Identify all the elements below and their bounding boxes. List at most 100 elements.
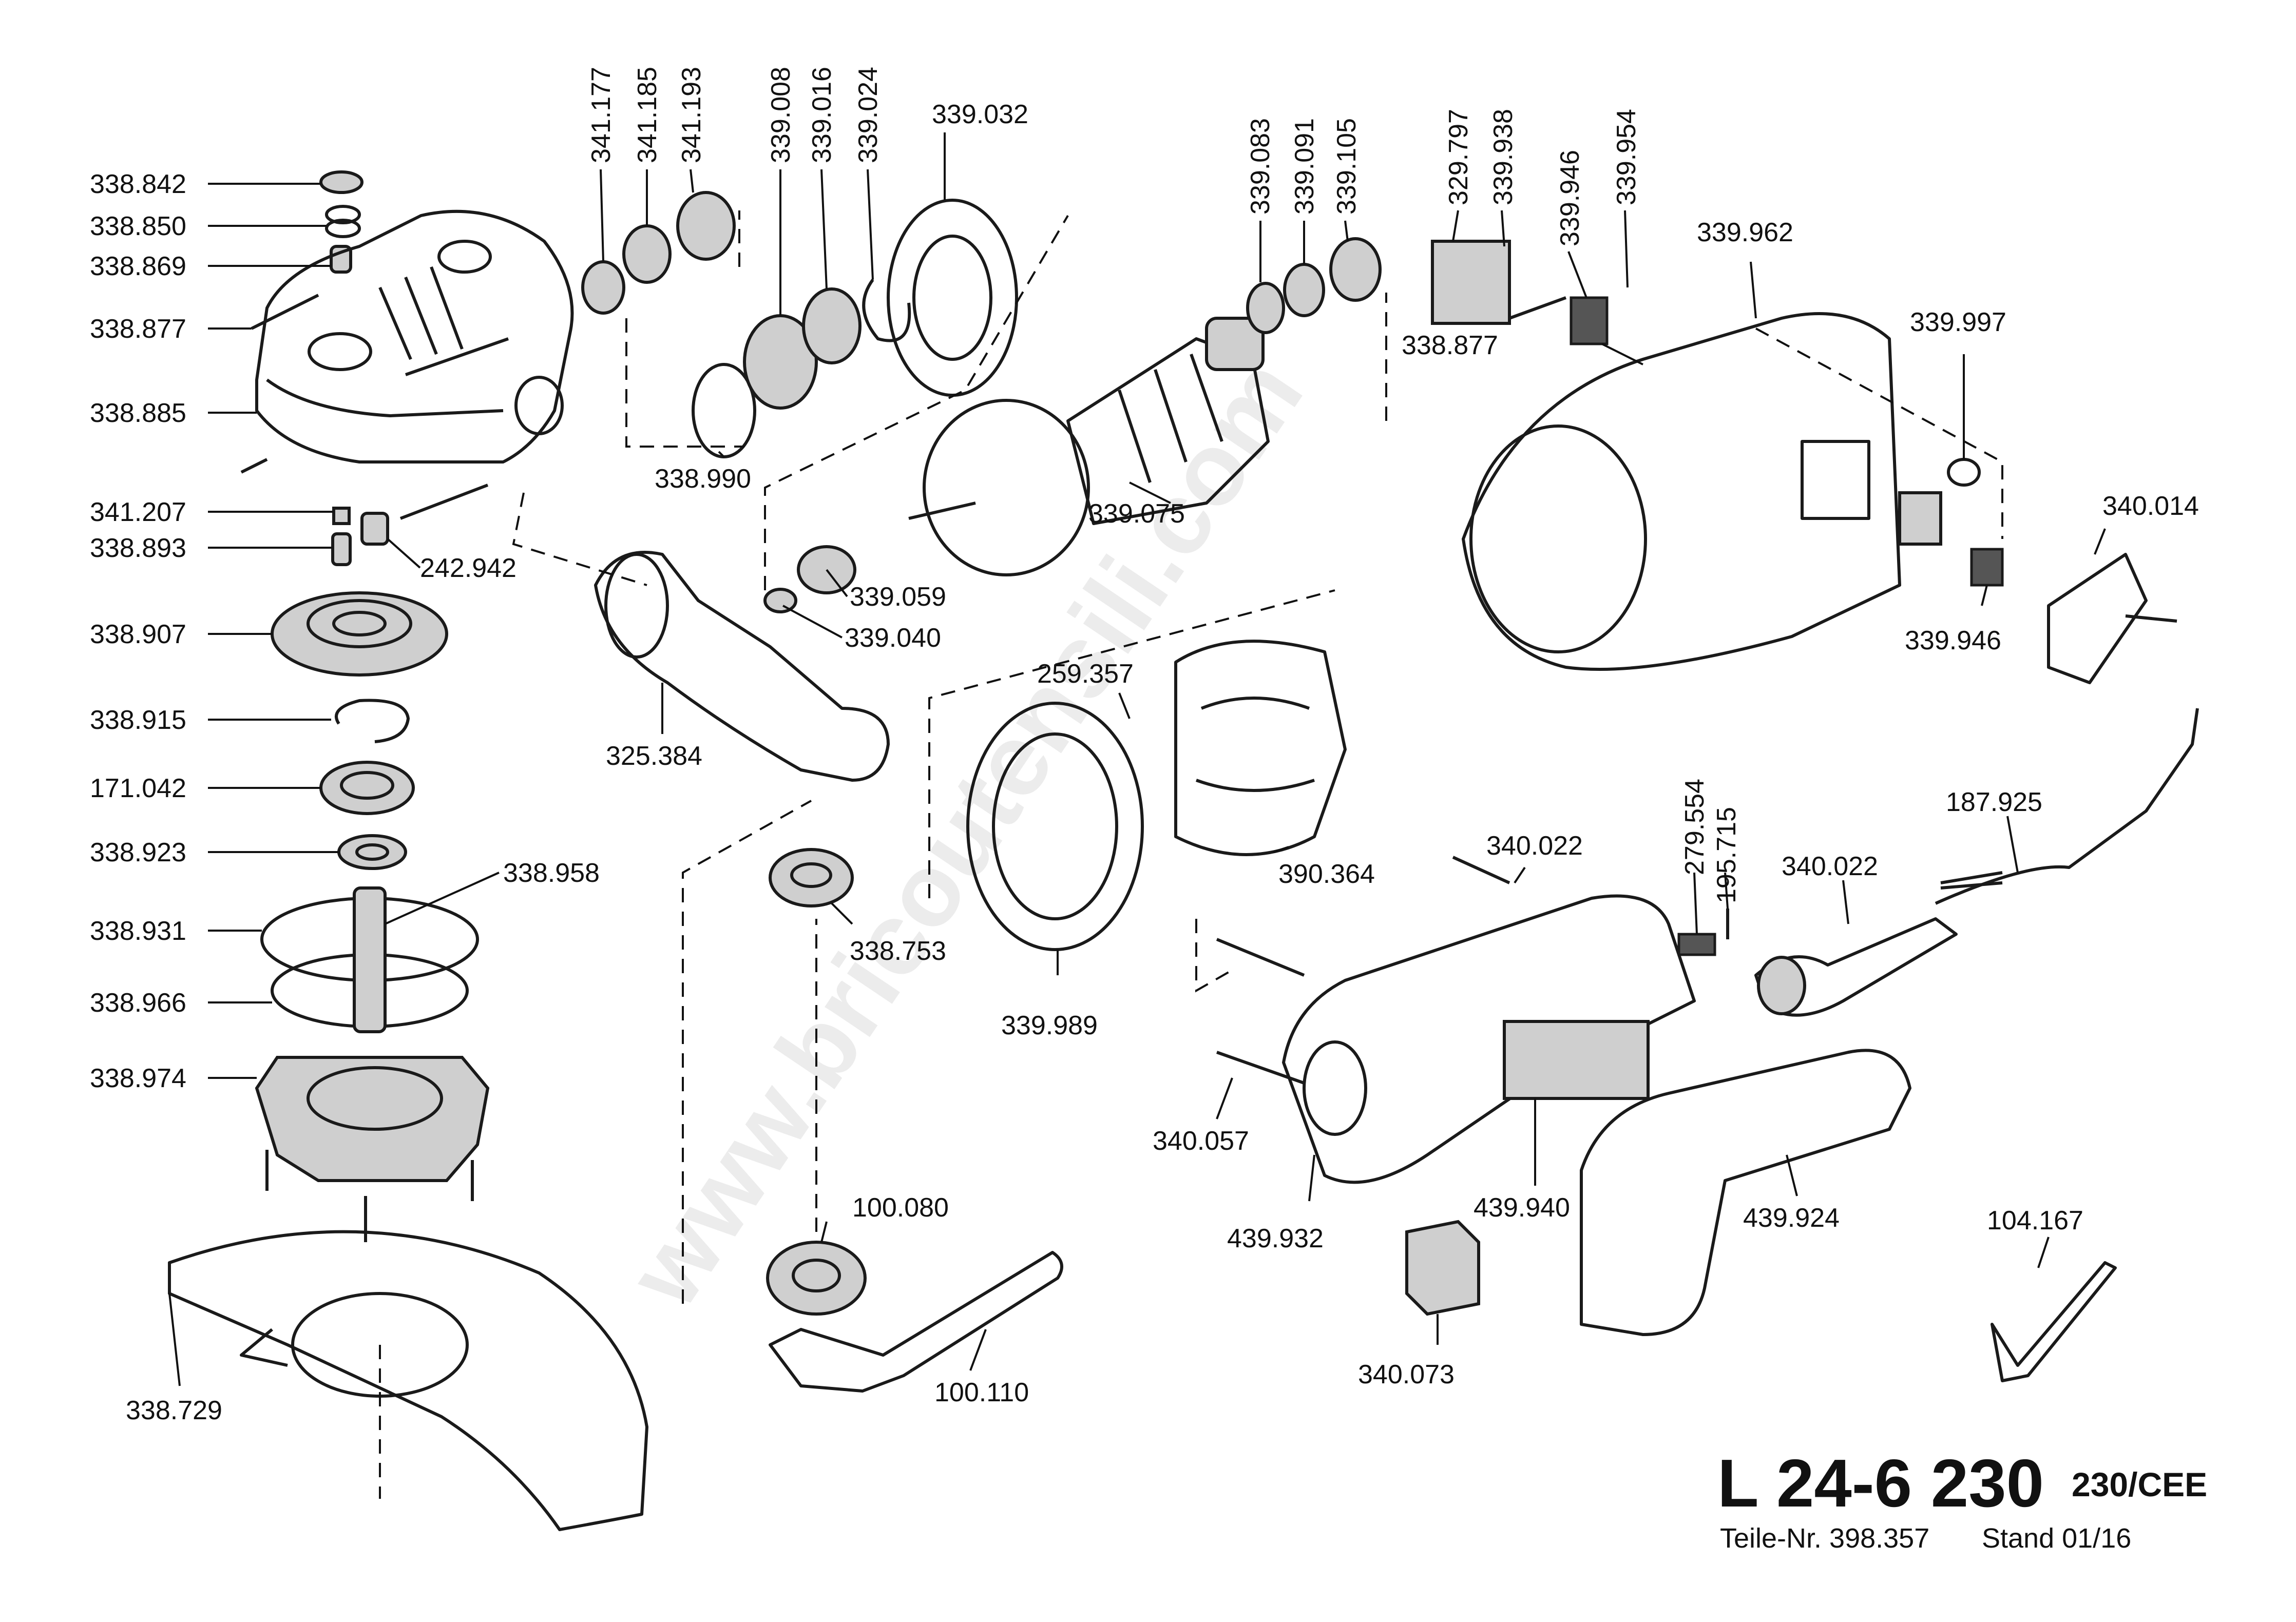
shim-part	[581, 260, 625, 315]
part-number-label: 339.946	[1905, 626, 2001, 655]
pin-spanner-part	[769, 1251, 1063, 1393]
part-number-label: 341.207	[90, 497, 186, 527]
armature-part	[1066, 337, 1270, 525]
part-number-label: 339.989	[1001, 1011, 1098, 1040]
part-number-label: 341.193	[677, 67, 706, 163]
pin-part	[332, 507, 351, 525]
part-number-label: 195.715	[1712, 807, 1742, 903]
part-number-label: 340.022	[1782, 852, 1878, 881]
electronics-part	[1898, 491, 1942, 546]
armature-windings	[1118, 354, 1223, 483]
handle-shell-part	[1282, 894, 1696, 1184]
part-number-label: 439.932	[1227, 1224, 1324, 1253]
hex-key-part	[1991, 1261, 2117, 1382]
side-handle-part	[594, 551, 890, 782]
washer-part	[337, 834, 407, 870]
armature-bearing-ring-2	[1283, 263, 1325, 317]
brush-lead	[1508, 296, 1567, 320]
bevel-gear-bore	[332, 611, 387, 636]
stator-windings	[1195, 697, 1315, 792]
assembly-line-10	[1755, 327, 2003, 539]
handle-shell-socket	[1303, 1040, 1367, 1136]
handle-group	[1216, 708, 2199, 1382]
stator-part	[1174, 640, 1347, 856]
part-number-label: 259.357	[1037, 659, 1134, 689]
part-number-label: 439.940	[1474, 1193, 1570, 1223]
gear-housing-edge	[266, 378, 504, 417]
assembly-line-9	[1195, 919, 1233, 993]
assembly-line-4	[512, 492, 647, 586]
fan-bore	[912, 235, 992, 361]
part-number-label: 171.042	[90, 774, 186, 803]
small-screw-part	[240, 458, 268, 474]
part-number-label: 338.923	[90, 838, 186, 867]
air-guide-ring-bore	[992, 732, 1118, 920]
assembly-line-5	[682, 800, 812, 1304]
gear-housing-ribs	[378, 266, 464, 360]
ball-bearing-bore	[340, 771, 394, 800]
motor-housing-opening	[1469, 424, 1647, 653]
part-number-label: 339.059	[850, 582, 946, 612]
part-number-label: 338.915	[90, 705, 186, 735]
handle-screw-part-2	[1216, 1051, 1305, 1085]
screw-part	[251, 294, 319, 330]
part-number-label: 339.105	[1332, 118, 1362, 215]
wheel-guard-part	[168, 1230, 648, 1531]
part-number-label: 338.974	[90, 1064, 186, 1093]
part-number-label: 104.167	[1987, 1206, 2083, 1235]
leader-lines	[168, 132, 2106, 1386]
part-number-label: 339.946	[1555, 150, 1585, 246]
spring-part	[325, 205, 361, 224]
circlip-part	[335, 699, 410, 743]
brush-spring-part	[1947, 458, 1981, 487]
washer-bore	[355, 843, 389, 861]
part-number-label: 338.753	[850, 936, 946, 966]
handle-screw-part-3	[1452, 856, 1510, 884]
gear-head-group	[168, 170, 648, 1531]
power-cable-part	[1935, 708, 2199, 905]
shim-part-2	[622, 224, 672, 284]
part-number-label: 339.938	[1488, 109, 1518, 205]
fan-part	[887, 199, 1018, 397]
part-number-label: 187.925	[1946, 787, 2042, 817]
housing-screw-part	[405, 337, 509, 376]
clamping-nut-bore	[792, 1259, 841, 1292]
part-number-label: 338.842	[90, 169, 186, 199]
gear-housing-hole-2	[437, 240, 492, 274]
part-number-label: 279.554	[1680, 779, 1710, 875]
brush-part	[1570, 296, 1609, 345]
part-number-label: 340.022	[1486, 831, 1583, 861]
armature-washer-part	[763, 588, 797, 613]
motor-housing-part	[1462, 312, 1901, 671]
part-number-label: 339.075	[1088, 499, 1185, 529]
part-number-label: 339.016	[807, 67, 837, 163]
ball-bearing-part	[319, 761, 415, 815]
part-number-label: 338.877	[90, 314, 186, 344]
part-number-label: 242.942	[420, 553, 516, 583]
part-number-label: 338.966	[90, 988, 186, 1018]
part-number-label: 338.931	[90, 916, 186, 946]
housing-screw-part-2	[399, 484, 489, 520]
clamping-nut-part	[766, 1241, 867, 1316]
part-number-label: 339.040	[845, 623, 941, 653]
switch-window	[1801, 440, 1870, 520]
part-number-label: 338.869	[90, 252, 186, 281]
handle-cover-part	[1580, 1049, 1911, 1336]
armature-fan-part	[923, 399, 1090, 576]
motor-group	[908, 237, 1382, 951]
part-number-label: 338.877	[1402, 331, 1498, 360]
brush-cover-screw	[2125, 614, 2177, 623]
shim-part-3	[676, 191, 736, 261]
part-number-label: 339.997	[1910, 307, 2006, 337]
part-number-label: 339.091	[1290, 118, 1319, 215]
part-number-label: 340.057	[1153, 1126, 1249, 1156]
bearing-flange-part	[255, 1056, 490, 1182]
inner-flange-part	[769, 848, 854, 907]
spindle-part	[353, 886, 387, 1033]
wheel-guard-clamp	[240, 1328, 288, 1367]
power-cable-leads	[1940, 871, 2003, 890]
air-guide-ring-part	[966, 702, 1144, 951]
cap-part	[319, 170, 363, 194]
bearing-flange-bore	[307, 1066, 443, 1131]
